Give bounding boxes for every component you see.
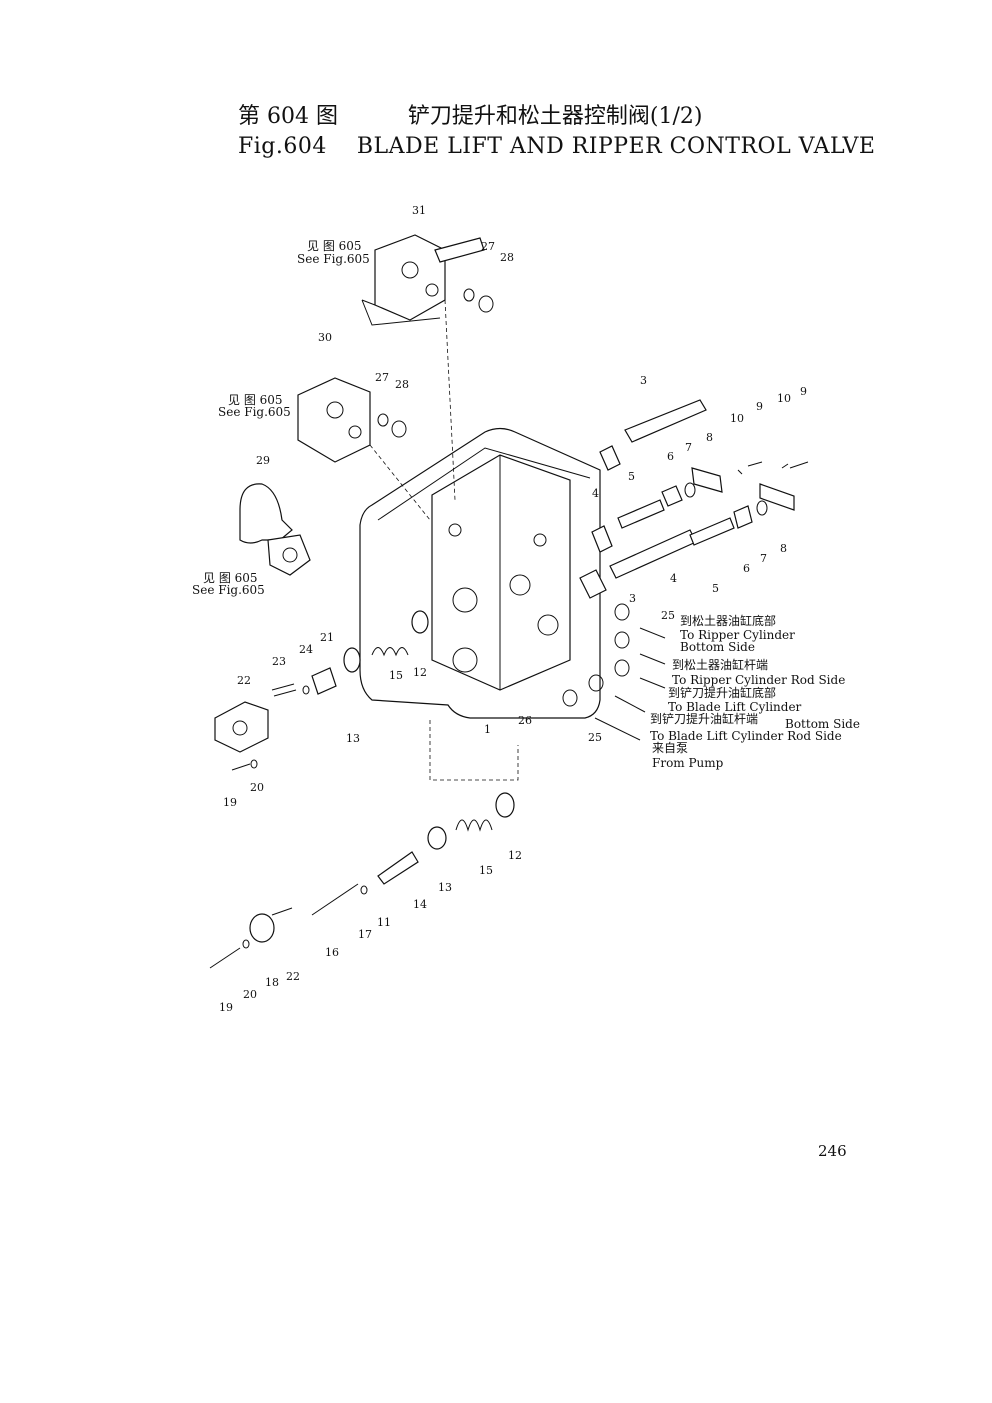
- port-4-en-line2: To Blade Lift Cylinder Rod Side: [650, 729, 842, 743]
- figure-title-chinese: 第 604 图 铲刀提升和松土器控制阀(1/2): [238, 104, 703, 129]
- callout-28-a: 28: [500, 251, 514, 264]
- callout-27-a: 27: [481, 240, 495, 253]
- port-3-en: To Blade Lift Cylinder: [668, 700, 802, 714]
- callout-19-b: 19: [219, 1001, 233, 1014]
- callout-3-a: 3: [640, 374, 647, 387]
- callout-29: 29: [256, 454, 270, 467]
- callout-13-b: 13: [438, 881, 452, 894]
- port-2-cn: 到松土器油缸杆端: [672, 657, 768, 672]
- lower-parts: [209, 720, 519, 969]
- figure-title-english: Fig.604 BLADE LIFT AND RIPPER CONTROL VA…: [238, 134, 876, 159]
- callout-4-a: 4: [592, 487, 599, 500]
- callout-5-a: 5: [628, 470, 635, 483]
- part-30-cover: [297, 377, 431, 521]
- port-5-en: From Pump: [652, 756, 724, 770]
- callout-23: 23: [272, 655, 286, 668]
- callout-15-a: 15: [389, 669, 403, 682]
- callout-19-a: 19: [223, 796, 237, 809]
- callout-4-b: 4: [670, 572, 677, 585]
- left-side-parts: [214, 610, 429, 771]
- callout-18: 18: [265, 976, 279, 989]
- see-ref-cn-2: 见 图 605: [228, 393, 283, 407]
- callout-5-b: 5: [712, 582, 719, 595]
- callout-10-b: 10: [777, 392, 791, 405]
- page-number: 246: [818, 1142, 847, 1160]
- callout-8-b: 8: [780, 542, 787, 555]
- port-4-cn: 到铲刀提升油缸杆端: [650, 711, 758, 726]
- callout-26: 26: [518, 714, 532, 727]
- callout-24: 24: [299, 643, 313, 656]
- port-arrows: [594, 627, 666, 741]
- port-2-en: To Ripper Cylinder Rod Side: [672, 673, 845, 687]
- callout-13-a: 13: [346, 732, 360, 745]
- part-31-cover: [361, 234, 494, 501]
- callout-7-b: 7: [760, 552, 767, 565]
- spool-assemblies: [562, 399, 809, 707]
- callout-25-b: 25: [588, 731, 602, 744]
- see-ref-en-1: See Fig.605: [297, 252, 370, 266]
- callout-6-b: 6: [743, 562, 750, 575]
- callout-15-b: 15: [479, 864, 493, 877]
- callout-14: 14: [413, 898, 427, 911]
- callout-17: 17: [358, 928, 372, 941]
- see-ref-cn-1: 见 图 605: [307, 239, 362, 253]
- callout-22-a: 22: [237, 674, 251, 687]
- port-1-en-line1: To Ripper Cylinder: [680, 628, 795, 642]
- callout-30: 30: [318, 331, 332, 344]
- callout-16: 16: [325, 946, 339, 959]
- callout-22-b: 22: [286, 970, 300, 983]
- port-3-cn: 到铲刀提升油缸底部: [668, 685, 776, 700]
- callout-28-b: 28: [395, 378, 409, 391]
- callout-20-b: 20: [243, 988, 257, 1001]
- callout-31: 31: [412, 204, 426, 217]
- port-4-en-line1: Bottom Side: [785, 717, 860, 731]
- callout-21: 21: [320, 631, 334, 644]
- callout-9-a: 9: [756, 400, 763, 413]
- callout-8-a: 8: [706, 431, 713, 444]
- valve-body: [359, 427, 601, 719]
- see-ref-cn-3: 见 图 605: [203, 571, 258, 585]
- callout-1: 1: [484, 723, 491, 736]
- callout-7-a: 7: [685, 441, 692, 454]
- port-1-en-line2: Bottom Side: [680, 640, 755, 654]
- see-ref-en-3: See Fig.605: [192, 583, 265, 597]
- callout-20-a: 20: [250, 781, 264, 794]
- callout-11: 11: [377, 916, 391, 929]
- port-5-cn: 来自泵: [652, 741, 688, 755]
- port-1-cn: 到松土器油缸底部: [680, 613, 776, 628]
- callout-25-a: 25: [661, 609, 675, 622]
- callout-3-b: 3: [629, 592, 636, 605]
- see-ref-en-2: See Fig.605: [218, 405, 291, 419]
- callout-27-b: 27: [375, 371, 389, 384]
- callout-12-b: 12: [508, 849, 522, 862]
- part-29-pipe: [239, 483, 311, 576]
- callout-9-b: 9: [800, 385, 807, 398]
- callout-12-a: 12: [413, 666, 427, 679]
- callout-10-a: 10: [730, 412, 744, 425]
- callout-6-a: 6: [667, 450, 674, 463]
